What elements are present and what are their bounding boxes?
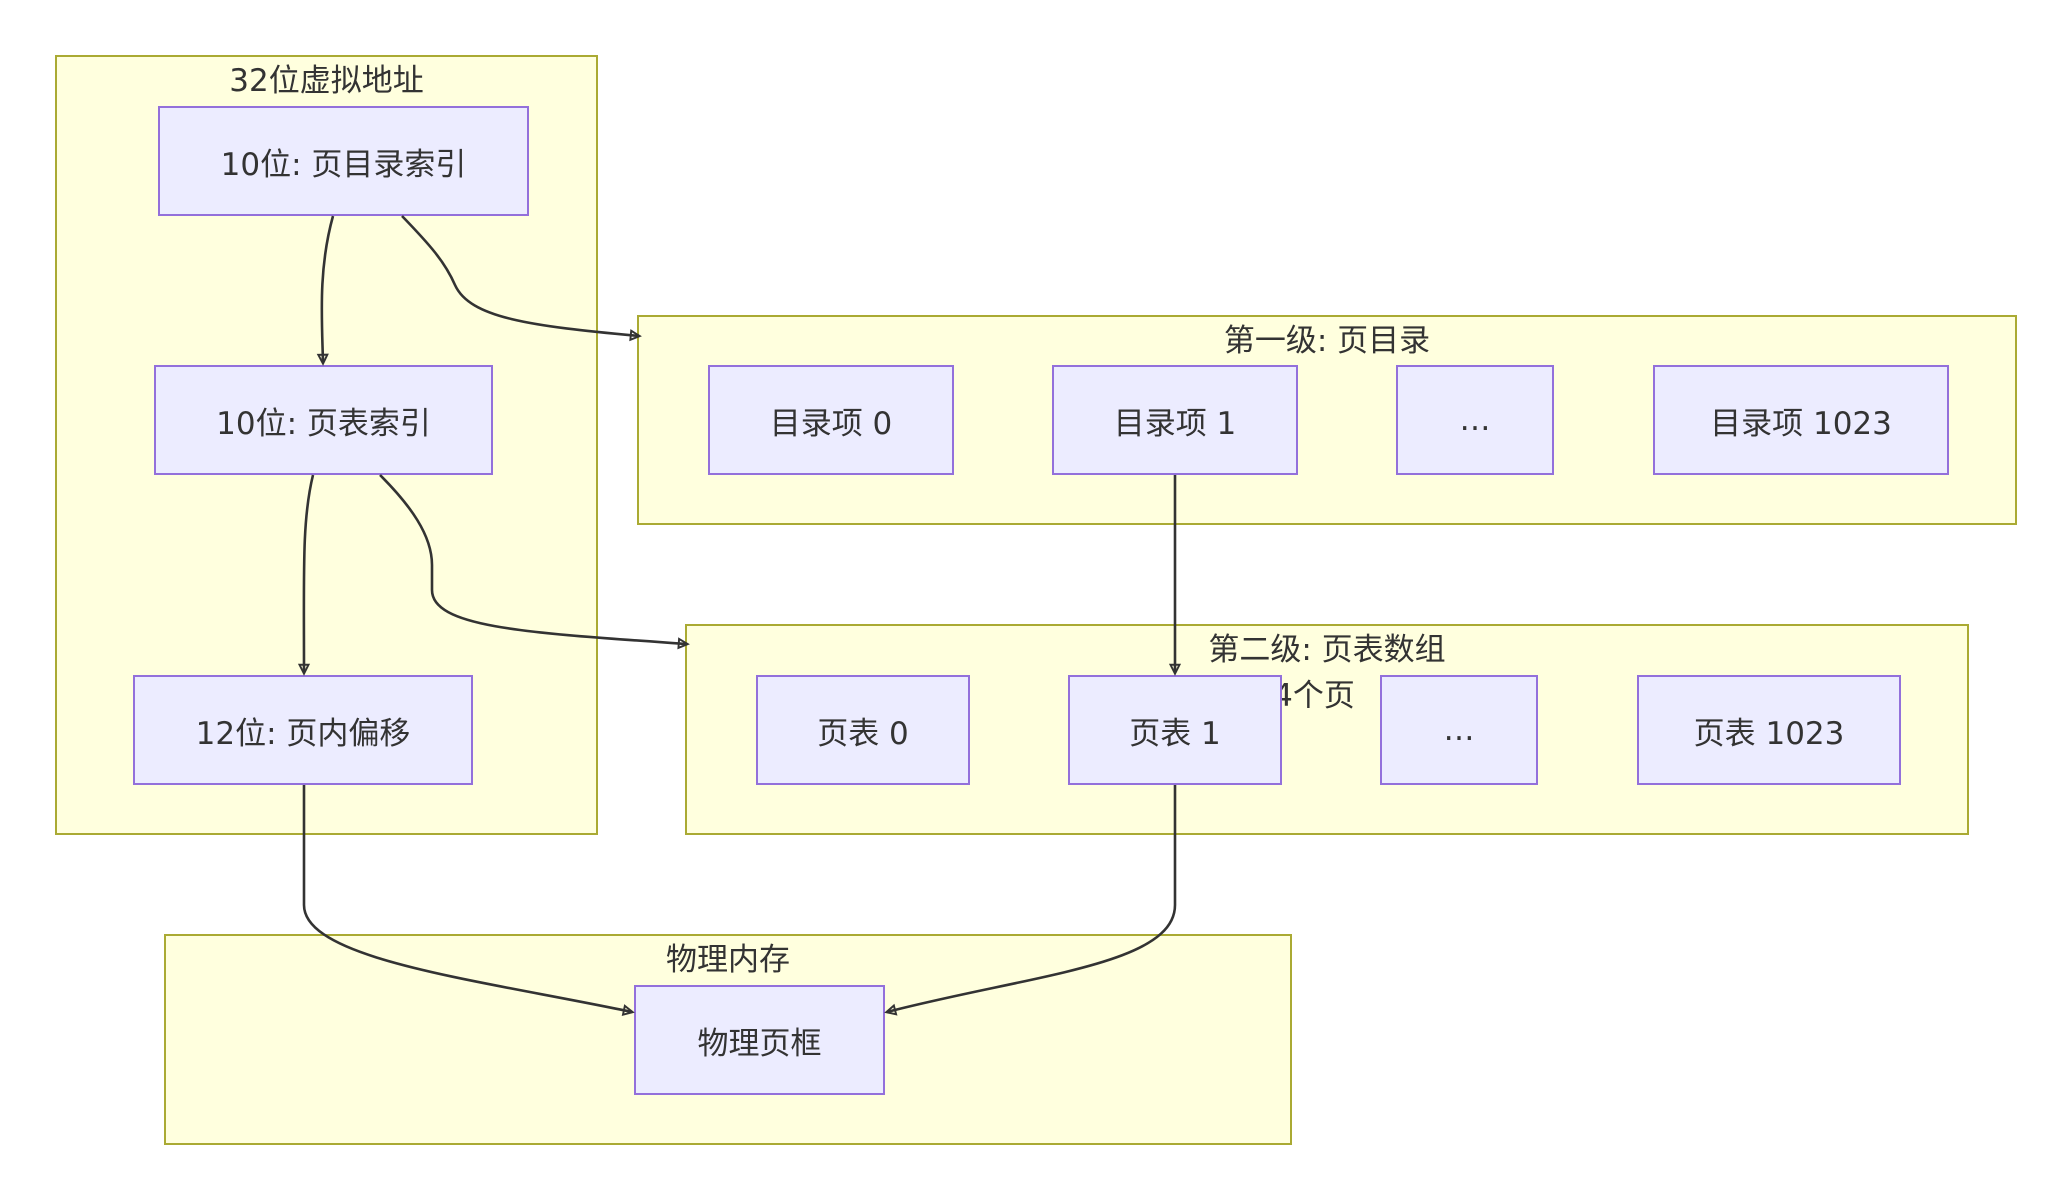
dir-entry-0-node: 目录项 0 [708,365,954,475]
edge-dir-index-to-page-directory [401,215,642,342]
edge-page-offset-to-physical-frame [302,785,635,1017]
page-table-1023-node: 页表 1023 [1637,675,1901,785]
dir-index-node: 10位: 页目录索引 [158,106,529,216]
table-index-node: 10位: 页表索引 [154,365,493,475]
table-ellipsis-node: … [1380,675,1538,785]
virtual-address-title: 32位虚拟地址 [229,63,424,99]
page-offset-node: 12位: 页内偏移 [133,675,473,785]
edge-dir-index-to-table-index [316,215,335,366]
edge-table-index-to-page-offset [297,474,315,676]
dir-entry-1-node: 目录项 1 [1052,365,1298,475]
dir-entry-1023-node: 目录项 1023 [1653,365,1949,475]
page-table-1-node: 页表 1 [1068,675,1282,785]
page-table-array-title: 第二级: 页表数组 [1208,632,1446,668]
physical-memory-title: 物理内存 [666,942,790,978]
edge-table-index-to-page-table-array [379,474,690,650]
page-directory-title: 第一级: 页目录 [1223,323,1431,359]
page-table-0-node: 页表 0 [756,675,970,785]
physical-frame-node: 物理页框 [634,985,885,1095]
edge-page-table-1-to-physical-frame [884,785,1177,1016]
dir-ellipsis-node: … [1396,365,1554,475]
